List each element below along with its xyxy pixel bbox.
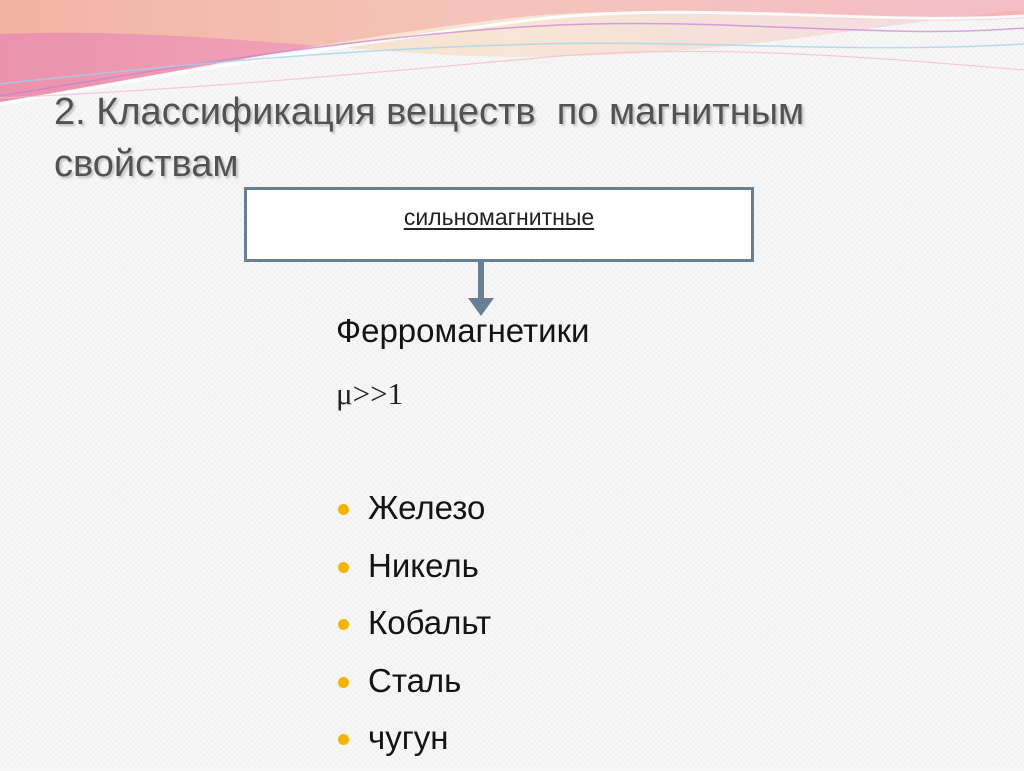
- list-item: чугун: [336, 713, 491, 771]
- bullet-dot-icon: [338, 504, 349, 515]
- list-item-label: чугун: [368, 719, 449, 756]
- slide-title: 2. Классификация веществ по магнитным св…: [54, 91, 815, 185]
- classification-box: сильномагнитные: [244, 187, 754, 262]
- bullet-dot-icon: [338, 619, 349, 630]
- classification-label: сильномагнитные: [403, 204, 595, 230]
- list-item: Никель: [336, 541, 491, 599]
- bullet-dot-icon: [338, 676, 349, 688]
- list-item-label: Кобальт: [368, 604, 492, 641]
- down-arrow-icon: [468, 260, 494, 316]
- permeability-relation: μ>>1: [336, 376, 404, 411]
- list-item-label: Никель: [368, 546, 479, 584]
- bullet-dot-icon: [338, 734, 349, 745]
- list-item: Железо: [336, 483, 491, 541]
- group-title: Ферромагнетики: [336, 312, 590, 349]
- bullet-dot-icon: [338, 561, 349, 573]
- list-item-label: Сталь: [368, 661, 462, 699]
- material-list: Железо Никель Кобальт Сталь чугун: [336, 483, 491, 771]
- list-item: Кобальт: [336, 598, 491, 656]
- list-item: Сталь: [336, 656, 491, 714]
- decorative-wave-banner: [0, 0, 1024, 106]
- list-item-label: Железо: [368, 489, 486, 526]
